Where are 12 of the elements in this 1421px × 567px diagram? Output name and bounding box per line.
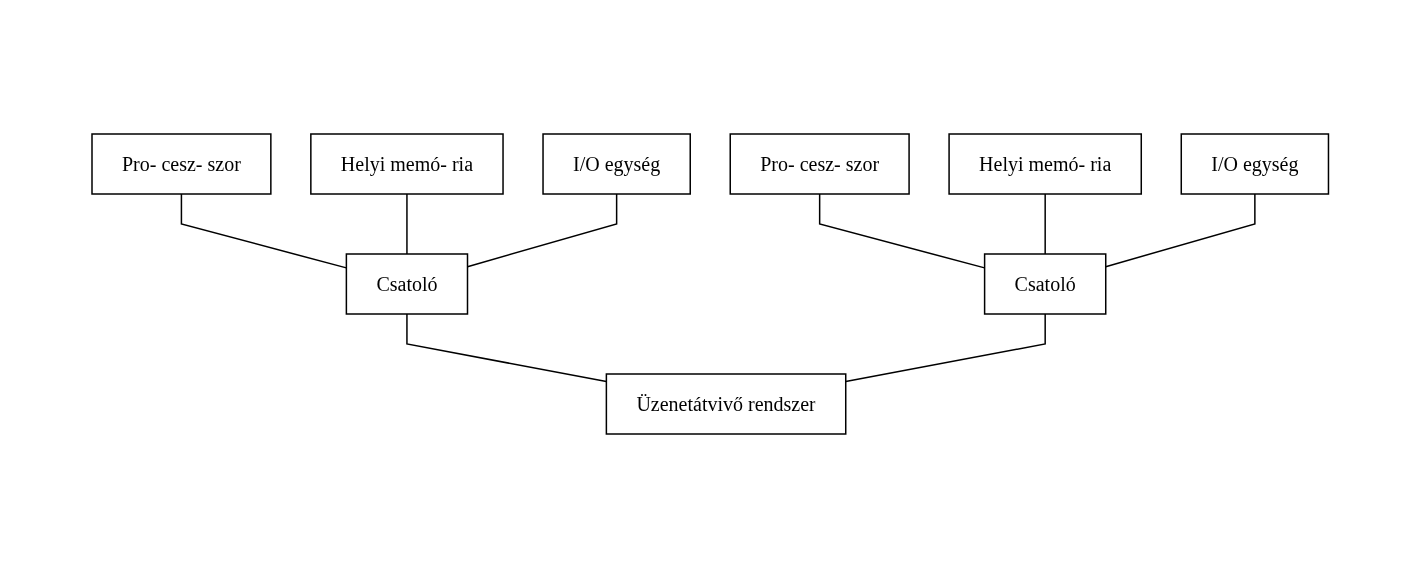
node-box: Pro- cesz- szor xyxy=(91,132,272,195)
connector xyxy=(467,192,618,267)
node-box: Helyi memó- ria xyxy=(310,132,505,195)
connector xyxy=(1044,192,1047,255)
node-box: Helyi memó- ria xyxy=(948,132,1143,195)
node-box: Csatoló xyxy=(345,252,469,315)
node-box: Üzenetátvivő rendszer xyxy=(605,372,847,435)
connector xyxy=(406,192,408,255)
node-box: I/O egység xyxy=(542,132,692,195)
node-box: I/O egység xyxy=(1180,132,1330,195)
node-box: Csatoló xyxy=(984,252,1107,315)
node-box: Pro- cesz- szor xyxy=(729,132,911,195)
